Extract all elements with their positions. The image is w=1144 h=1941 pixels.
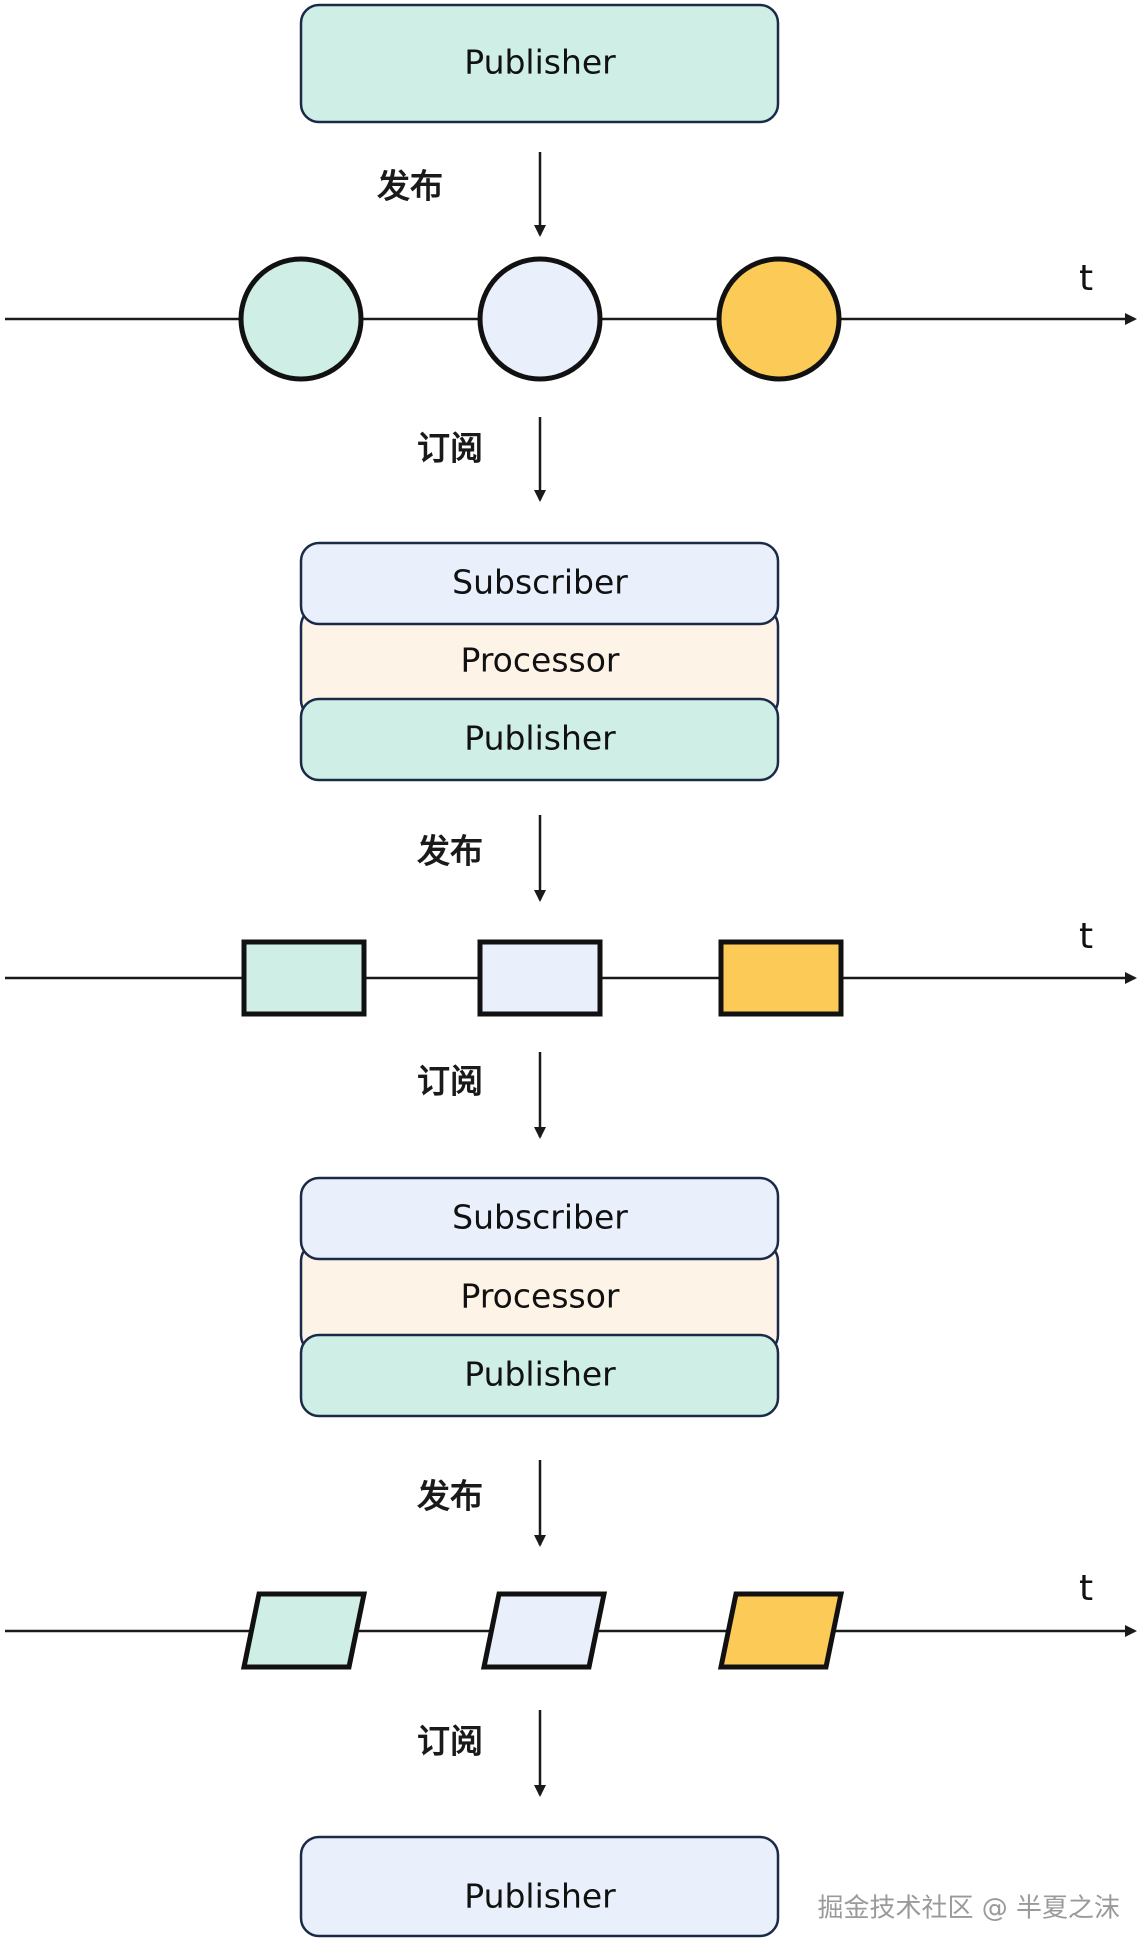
top-publisher-label: Publisher: [464, 43, 616, 82]
subscribe-label-3: 订阅: [417, 1722, 483, 1761]
marble-rect-blue: [477, 939, 603, 1017]
publish-label-3: 发布: [417, 1477, 483, 1516]
subscribe-label-2: 订阅: [417, 1062, 483, 1101]
publisher-box-1: [299, 697, 780, 782]
bottom-publisher-box: Publisher: [299, 1835, 780, 1938]
bottom-publisher-label: Publisher: [464, 1877, 616, 1916]
publisher-box-2: [299, 1333, 780, 1418]
marble-parallelogram-green: [240, 1591, 368, 1670]
processor-stack-2: Subscriber Processor Publisher: [299, 1176, 780, 1418]
publish-label-2: 发布: [417, 832, 483, 871]
top-publisher-box: Publisher: [299, 3, 780, 124]
time-axis-label-1: t: [1079, 258, 1093, 299]
publisher-label-1: Publisher: [464, 719, 616, 758]
time-axis-label-3: t: [1079, 1568, 1093, 1609]
marble-circle-blue: [477, 256, 603, 382]
subscriber-box-1: [299, 541, 780, 626]
subscribe-label-1: 订阅: [417, 429, 483, 468]
marble-circle-green: [238, 256, 364, 382]
processor-stack-1: Subscriber Processor Publisher: [299, 541, 780, 782]
subscriber-label-2: Subscriber: [452, 1198, 628, 1237]
processor-label-2: Processor: [461, 1277, 620, 1316]
marble-parallelogram-yellow: [717, 1591, 845, 1670]
subscriber-label-1: Subscriber: [452, 563, 628, 602]
marble-circle-yellow: [716, 256, 842, 382]
watermark: 掘金技术社区 @ 半夏之沫: [817, 1894, 1120, 1924]
subscriber-box-2: [299, 1176, 780, 1261]
marble-rect-green: [241, 939, 367, 1017]
processor-label-1: Processor: [461, 641, 620, 680]
time-axis-label-2: t: [1079, 916, 1093, 957]
publish-label-1: 发布: [377, 167, 443, 206]
marble-rect-yellow: [718, 939, 844, 1017]
marble-parallelogram-blue: [480, 1591, 608, 1670]
publisher-label-2: Publisher: [464, 1355, 616, 1394]
